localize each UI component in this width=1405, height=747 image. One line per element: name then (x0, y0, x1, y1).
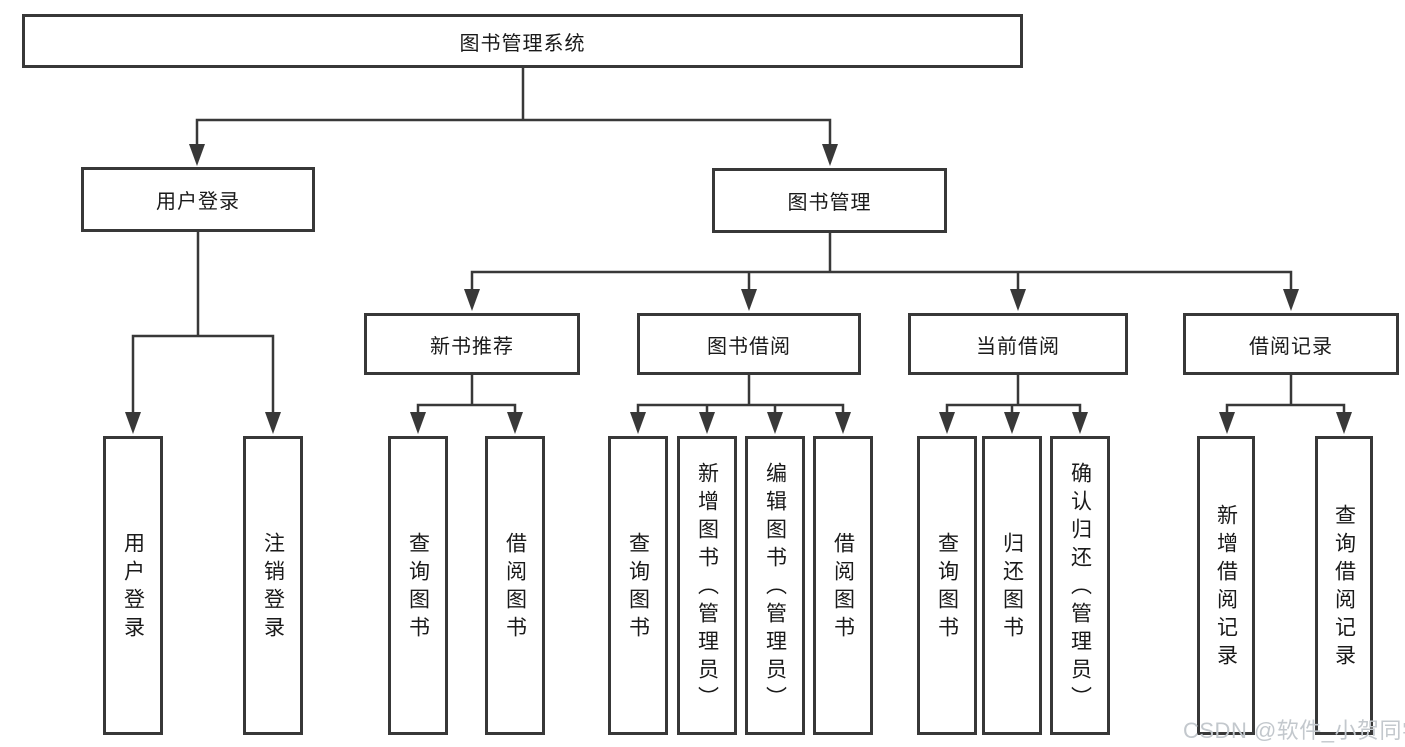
arrowhead-icon (1283, 289, 1299, 311)
arrowhead-icon (699, 412, 715, 434)
leaf-recommend-borrow-books: 借阅图书 (485, 436, 545, 735)
leaf-borrow-query-books: 查询图书 (608, 436, 668, 735)
arrowhead-icon (189, 144, 205, 166)
arrowhead-icon (822, 144, 838, 166)
arrowhead-icon (464, 289, 480, 311)
arrowhead-icon (835, 412, 851, 434)
node-user-login: 用户登录 (81, 167, 315, 232)
leaf-confirm-return-admin: 确认归还（管理员） (1050, 436, 1110, 735)
arrowhead-icon (1219, 412, 1235, 434)
node-library-management-system: 图书管理系统 (22, 14, 1023, 68)
arrowhead-icon (1336, 412, 1352, 434)
leaf-user-login: 用户登录 (103, 436, 163, 735)
leaf-edit-books-admin: 编辑图书（管理员） (745, 436, 805, 735)
leaf-add-books-admin: 新增图书（管理员） (677, 436, 737, 735)
arrowhead-icon (265, 412, 281, 434)
leaf-logout-login: 注销登录 (243, 436, 303, 735)
node-book-borrow: 图书借阅 (637, 313, 861, 375)
node-book-management: 图书管理 (712, 168, 947, 233)
node-new-book-recommend: 新书推荐 (364, 313, 580, 375)
leaf-return-books: 归还图书 (982, 436, 1042, 735)
arrowhead-icon (1010, 289, 1026, 311)
arrowhead-icon (767, 412, 783, 434)
arrowhead-icon (939, 412, 955, 434)
node-borrow-records: 借阅记录 (1183, 313, 1399, 375)
leaf-query-borrow-record: 查询借阅记录 (1315, 436, 1373, 735)
arrowhead-icon (741, 289, 757, 311)
arrowhead-icon (630, 412, 646, 434)
leaf-borrow-borrow-books: 借阅图书 (813, 436, 873, 735)
leaf-current-query-books: 查询图书 (917, 436, 977, 735)
arrowhead-icon (507, 412, 523, 434)
arrowhead-icon (125, 412, 141, 434)
leaf-add-borrow-record: 新增借阅记录 (1197, 436, 1255, 735)
arrowhead-icon (1004, 412, 1020, 434)
node-current-borrow: 当前借阅 (908, 313, 1128, 375)
csdn-watermark: CSDN @软件_小贺同学 (1183, 718, 1405, 743)
leaf-recommend-query-books: 查询图书 (388, 436, 448, 735)
arrowhead-icon (1072, 412, 1088, 434)
arrowhead-icon (410, 412, 426, 434)
